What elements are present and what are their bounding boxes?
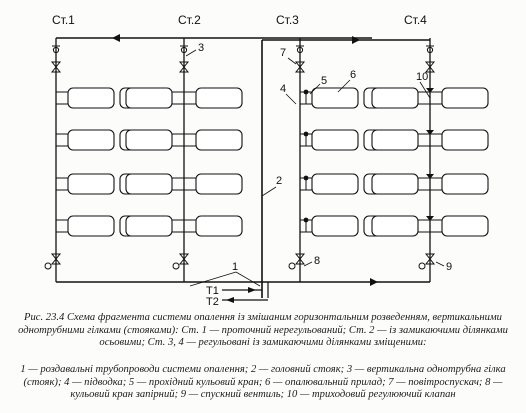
- top-valve-a-1: [50, 61, 62, 68]
- radiator-4-4-three-way-valve: [426, 216, 434, 221]
- flow-arrow-bottom: [370, 278, 378, 286]
- radiator-4-2-three-way-valve: [426, 130, 434, 135]
- radiator-3-1-a: [311, 87, 359, 109]
- radiator-4-3-b: [441, 173, 489, 195]
- stands-group: [44, 38, 489, 282]
- stand-label-4: Ст.4: [404, 13, 427, 27]
- stand-label-3: Ст.3: [276, 13, 299, 27]
- top-valve-a-2: [178, 61, 190, 68]
- radiator-4-4-a: [371, 215, 419, 237]
- radiator-2-1-a: [125, 87, 173, 109]
- callout-6: 6: [350, 69, 356, 81]
- main-label-t1: Т1: [206, 285, 219, 297]
- callout-10-leader: [419, 81, 431, 99]
- drain-valve-4: [418, 262, 426, 270]
- flow-arrow-right: [352, 36, 360, 44]
- air-vent-2: [180, 46, 188, 54]
- t1-arrow: [248, 287, 256, 293]
- radiator-4-4-b: [441, 215, 489, 237]
- drain-valve-2: [172, 262, 180, 270]
- radiator-4-1-three-way-valve: [426, 88, 434, 93]
- top-valve-b-1: [50, 66, 62, 73]
- bottom-valve-b-2: [178, 258, 190, 265]
- callout-2: 2: [276, 175, 282, 187]
- radiator-4-1-b: [441, 87, 489, 109]
- radiator-2-3-b: [195, 173, 243, 195]
- bottom-valve-a-1: [50, 253, 62, 260]
- t2-arrow: [226, 297, 234, 303]
- radiator-3-4-a: [311, 215, 359, 237]
- callout-8-leader: [303, 261, 313, 267]
- main-label-t2: Т2: [206, 296, 219, 308]
- top-valve-b-2: [178, 66, 190, 73]
- radiator-2-2-b: [195, 129, 243, 151]
- drain-valve-3: [288, 262, 296, 270]
- radiator-4-3-a: [371, 173, 419, 195]
- radiator-4-1-a: [371, 87, 419, 109]
- bottom-valve-a-2: [178, 253, 190, 260]
- callout-9-leader: [435, 261, 445, 267]
- callout-4: 4: [280, 83, 286, 95]
- bottom-valve-b-1: [50, 258, 62, 265]
- radiator-1-2-a: [67, 129, 115, 151]
- radiator-4-2-b: [441, 129, 489, 151]
- callout-10: 10: [416, 71, 428, 83]
- drain-valve-1: [44, 262, 52, 270]
- figure-caption: Рис. 23.4 Схема фрагмента системи опален…: [18, 312, 508, 349]
- radiator-2-1-b: [195, 87, 243, 109]
- radiator-3-3-a: [311, 173, 359, 195]
- heating-system-diagram: Ст.1 Ст.2 Ст.3 Ст.4 1 2 3 4 5 6 7 8 9 10…: [44, 13, 489, 308]
- callout-1-leader-2: [235, 271, 261, 287]
- callout-9: 9: [446, 261, 452, 273]
- radiator-4-2-a: [371, 129, 419, 151]
- stand-label-2: Ст.2: [178, 13, 201, 27]
- air-vent-1: [52, 46, 60, 54]
- callout-3: 3: [198, 42, 204, 54]
- radiator-4-3-three-way-valve: [426, 174, 434, 179]
- callout-6-leader: [337, 79, 351, 93]
- radiator-2-2-a: [125, 129, 173, 151]
- radiator-3-2-a: [311, 129, 359, 151]
- top-valve-a-4: [424, 61, 436, 68]
- air-vent-4: [426, 46, 434, 54]
- bottom-valve-b-4: [424, 258, 436, 265]
- radiator-2-3-a: [125, 173, 173, 195]
- top-valve-a-3: [294, 61, 306, 68]
- radiator-2-4-b: [195, 215, 243, 237]
- bottom-valve-a-3: [294, 253, 306, 260]
- top-valve-b-4: [424, 66, 436, 73]
- air-vent-3: [296, 46, 304, 54]
- callout-1-leader: [189, 271, 237, 287]
- bottom-valve-b-3: [294, 258, 306, 265]
- top-valve-b-3: [294, 66, 306, 73]
- callout-2-leader: [261, 186, 277, 197]
- radiator-2-4-a: [125, 215, 173, 237]
- figure-legend: 1 — роздавальні трубопроводи системи опа…: [20, 364, 506, 401]
- callout-7-leader: [287, 57, 297, 65]
- callout-1: 1: [232, 261, 238, 273]
- radiator-1-1-a: [67, 87, 115, 109]
- callout-4-leader: [285, 93, 297, 105]
- callout-5-leader: [309, 83, 321, 95]
- radiator-1-3-a: [67, 173, 115, 195]
- callout-3-leader: [185, 49, 197, 57]
- callout-5: 5: [321, 75, 327, 87]
- callout-8: 8: [314, 255, 320, 267]
- radiator-1-4-a: [67, 215, 115, 237]
- stand-label-1: Ст.1: [52, 13, 75, 27]
- callout-7: 7: [280, 47, 286, 59]
- flow-arrow-left: [112, 34, 120, 42]
- bottom-valve-a-4: [424, 253, 436, 260]
